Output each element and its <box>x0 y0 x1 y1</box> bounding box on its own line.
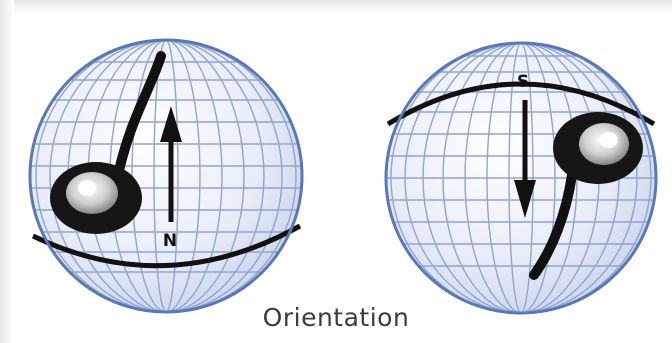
south-label: S <box>517 72 529 92</box>
magnet-ring-left-icon <box>50 162 142 234</box>
globe-right-icon: S <box>386 43 656 313</box>
north-label: N <box>163 231 177 251</box>
magnet-ring-right-icon <box>553 112 643 184</box>
globe-left-icon: N <box>30 40 302 312</box>
figure-caption: Orientation <box>0 303 672 332</box>
